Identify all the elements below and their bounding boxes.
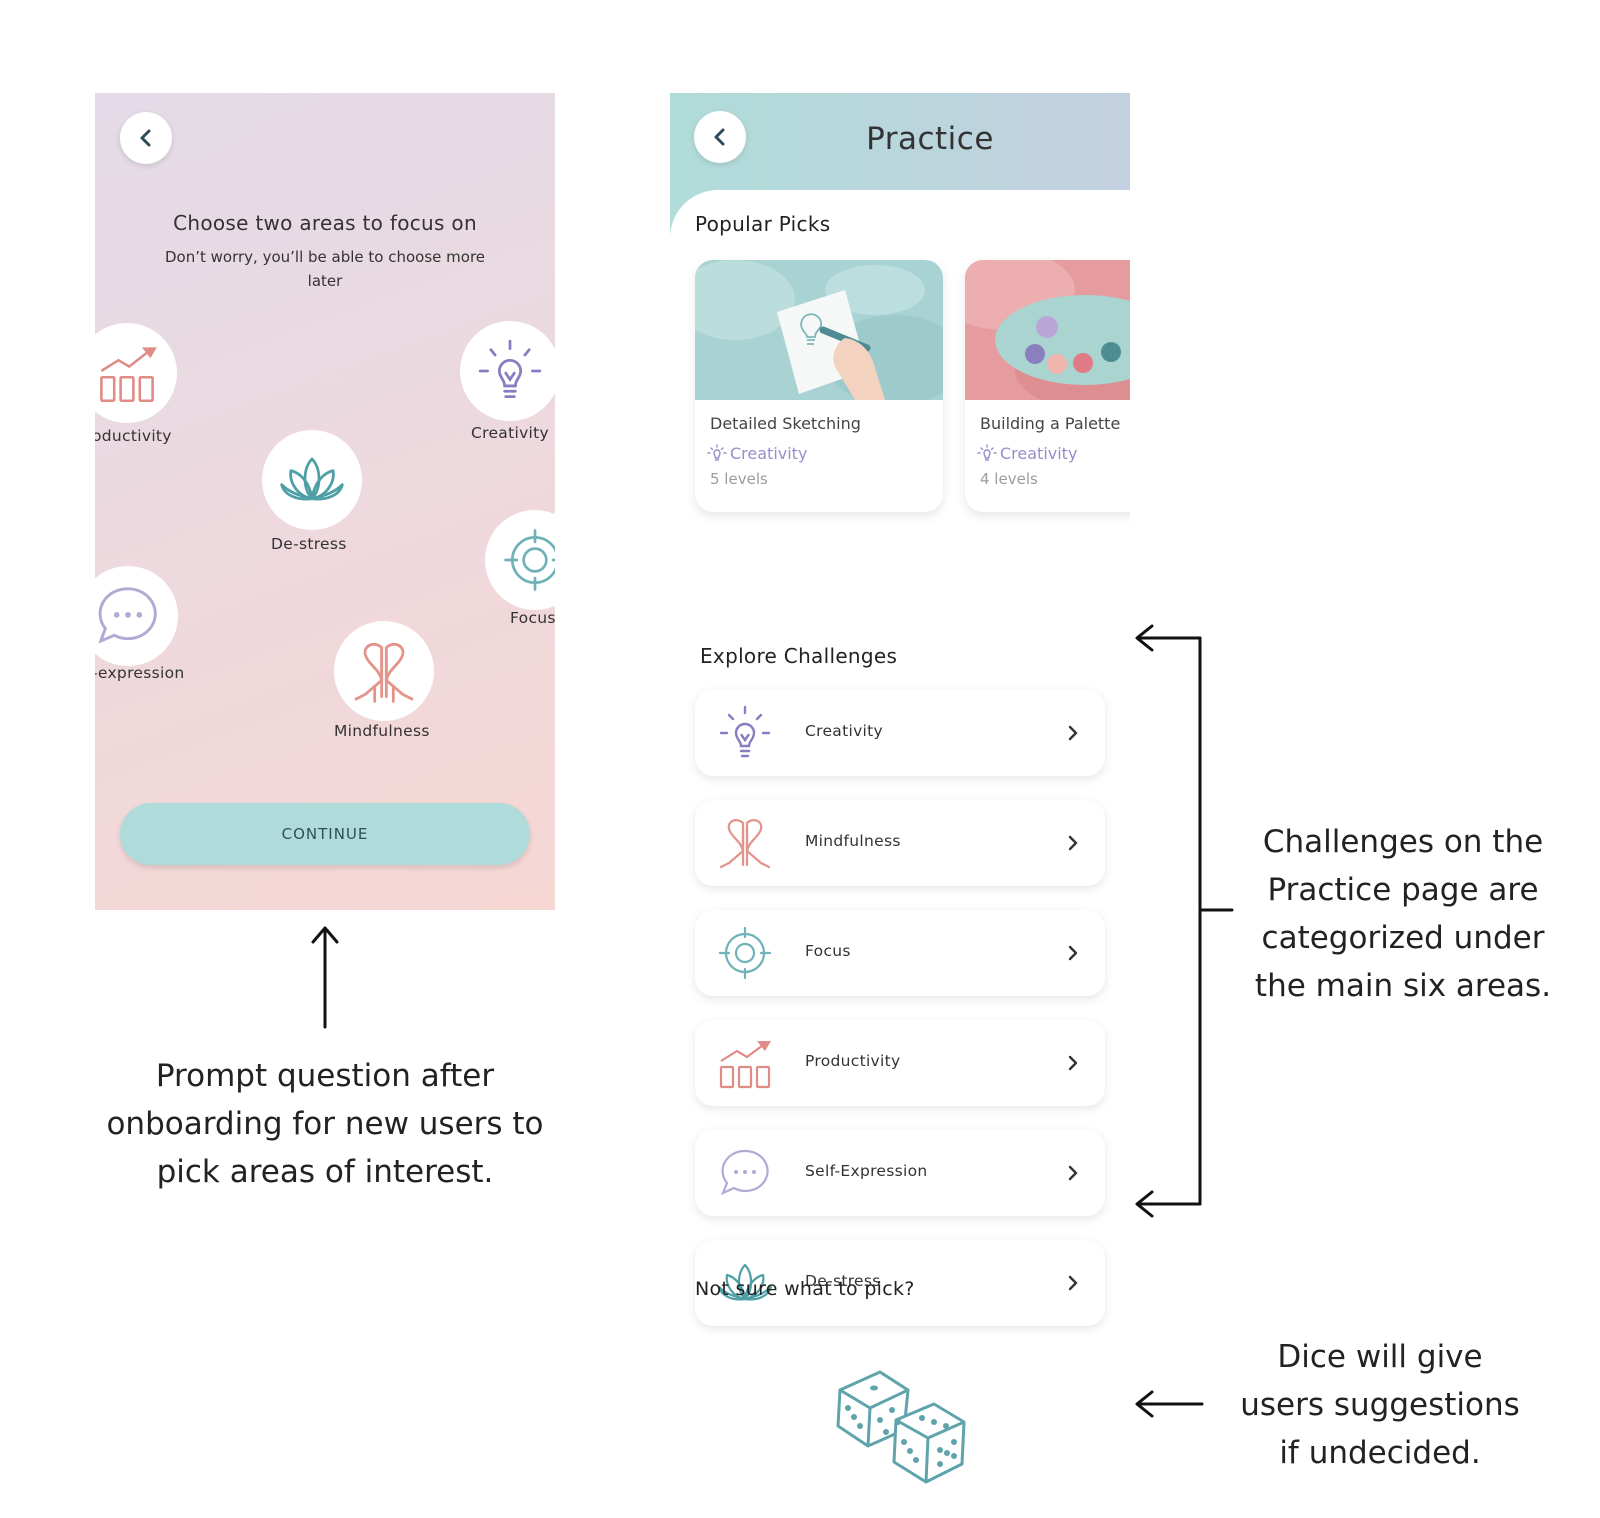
- page-title: Practice: [866, 121, 994, 157]
- back-button[interactable]: [120, 112, 172, 164]
- annotation-onboarding: Prompt question after onboarding for new…: [85, 1052, 565, 1196]
- chevron-left-icon: [714, 128, 725, 146]
- popular-picks-title: Popular Picks: [695, 212, 831, 236]
- challenge-focus[interactable]: Focus: [695, 910, 1105, 996]
- pick-category: Creativity: [707, 443, 807, 463]
- challenge-self-expression[interactable]: Self-Expression: [695, 1130, 1105, 1216]
- lotus-icon: [717, 1263, 773, 1301]
- annotation-challenges: Challenges on the Practice page are cate…: [1238, 818, 1568, 1010]
- lightbulb-icon: [478, 339, 542, 398]
- palette-image: [965, 260, 1130, 400]
- annotation-line: Prompt question after: [155, 1058, 495, 1094]
- chevron-right-icon: [1068, 945, 1078, 961]
- annotation-line: Challenges on the: [1262, 824, 1544, 860]
- annotation-line: the main six areas.: [1254, 968, 1552, 1004]
- pick-levels: 5 levels: [710, 470, 768, 488]
- pick-levels: 4 levels: [980, 470, 1038, 488]
- chevron-right-icon: [1068, 1055, 1078, 1071]
- pick-category-label: Creativity: [1000, 443, 1078, 463]
- chevron-right-icon: [1068, 1165, 1078, 1181]
- chevron-right-icon: [1068, 725, 1078, 741]
- praying-hands-icon: [354, 642, 414, 703]
- lotus-icon: [280, 457, 344, 501]
- challenge-label: Self-Expression: [805, 1162, 928, 1180]
- not-sure-text: Not sure what to pick?: [695, 1278, 915, 1300]
- challenge-label: De-stress: [805, 1272, 881, 1290]
- pick-category: Creativity: [977, 443, 1077, 463]
- annotation-line: pick areas of interest.: [156, 1154, 494, 1190]
- area-label-mindfulness: Mindfulness: [334, 722, 430, 740]
- continue-button[interactable]: CONTINUE: [120, 803, 530, 865]
- pick-name: Detailed Sketching: [710, 414, 861, 433]
- annotation-line: Dice will give: [1277, 1339, 1483, 1375]
- area-productivity[interactable]: [95, 323, 177, 423]
- practice-body: Popular Picks Detailed Sketching: [670, 190, 1130, 1353]
- area-destress[interactable]: [262, 430, 362, 530]
- challenge-label: Productivity: [805, 1052, 901, 1070]
- back-button[interactable]: [694, 111, 746, 163]
- area-label-creativity: Creativity: [471, 424, 550, 442]
- area-focus[interactable]: [485, 510, 555, 610]
- explore-challenges-title: Explore Challenges: [700, 644, 898, 668]
- lightbulb-icon: [707, 444, 727, 461]
- productivity-chart-icon: [100, 347, 157, 403]
- speech-bubble-icon: [720, 1149, 769, 1196]
- challenge-label: Focus: [805, 942, 851, 960]
- challenge-label: Creativity: [805, 722, 884, 740]
- chevron-right-icon: [1068, 1275, 1078, 1291]
- speech-bubble-icon: [98, 587, 157, 644]
- prompt-subtitle: Don’t worry, you’ll be able to choose mo…: [165, 248, 486, 290]
- sketching-image: [695, 260, 943, 400]
- lightbulb-icon: [977, 444, 997, 461]
- chevron-left-icon: [140, 129, 151, 147]
- prompt-title: Choose two areas to focus on: [173, 211, 477, 235]
- area-label-focus: Focus: [510, 609, 555, 627]
- area-mindfulness[interactable]: [334, 621, 434, 721]
- annotation-line: Practice page are: [1267, 872, 1539, 908]
- pick-card[interactable]: Building a Palette Creativity 4 levels: [965, 260, 1130, 512]
- annotation-line: users suggestions: [1240, 1387, 1520, 1423]
- challenge-creativity[interactable]: Creativity: [695, 690, 1105, 776]
- area-creativity[interactable]: [460, 321, 555, 421]
- area-label-self-expression: -expression: [95, 664, 185, 682]
- onboarding-screen: Choose two areas to focus on Don’t worry…: [95, 93, 555, 910]
- annotation-line: if undecided.: [1279, 1435, 1481, 1471]
- target-icon: [718, 926, 772, 980]
- challenge-productivity[interactable]: Productivity: [695, 1020, 1105, 1106]
- practice-screen: Practice Popular Picks Detailed Sketchin…: [670, 93, 1130, 1353]
- area-self-expression[interactable]: [95, 566, 178, 666]
- annotation-dice: Dice will give users suggestions if unde…: [1220, 1333, 1540, 1477]
- challenge-label: Mindfulness: [805, 832, 901, 850]
- chevron-right-icon: [1068, 835, 1078, 851]
- pick-name: Building a Palette: [980, 414, 1121, 433]
- praying-hands-icon: [719, 819, 771, 869]
- challenge-mindfulness[interactable]: Mindfulness: [695, 800, 1105, 886]
- target-icon: [504, 529, 555, 591]
- productivity-chart-icon: [719, 1041, 771, 1089]
- area-label-destress: De-stress: [271, 535, 347, 553]
- lightbulb-icon: [719, 705, 771, 758]
- dice-icon[interactable]: [830, 1360, 980, 1490]
- area-label-productivity: oductivity: [95, 427, 172, 445]
- pick-category-label: Creativity: [730, 443, 808, 463]
- annotation-line: categorized under: [1261, 920, 1545, 956]
- challenge-destress[interactable]: De-stress: [695, 1240, 1105, 1326]
- pick-card[interactable]: Detailed Sketching Creativity 5 levels: [695, 260, 943, 512]
- annotation-line: onboarding for new users to: [106, 1106, 544, 1142]
